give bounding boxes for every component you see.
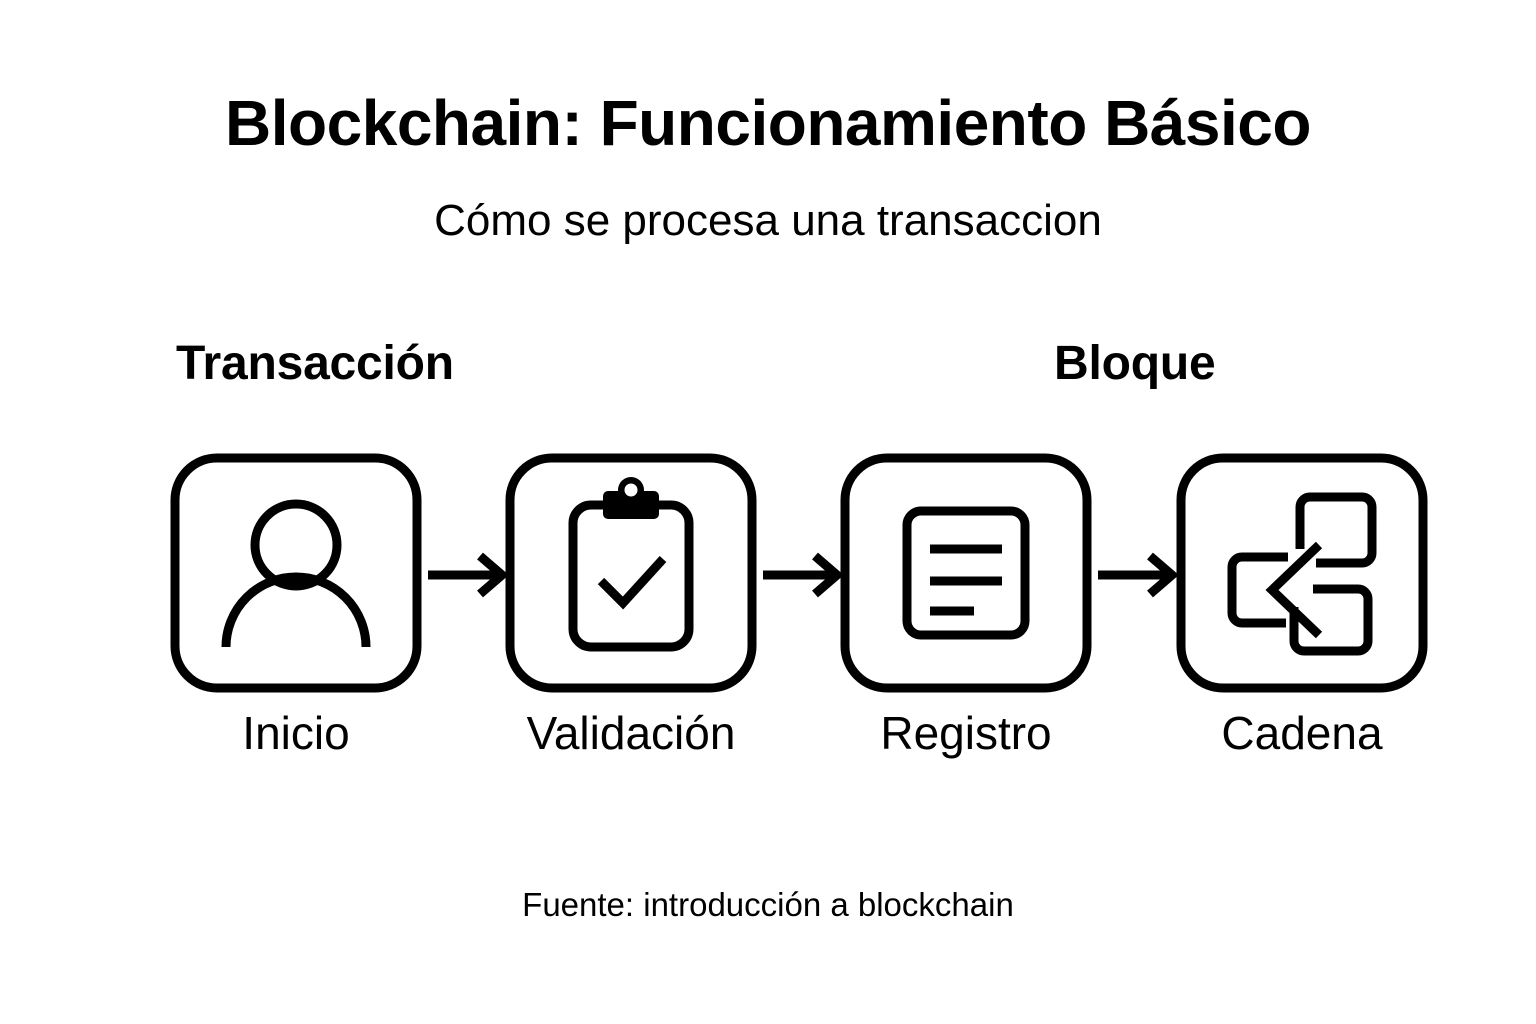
flow-connector-1 xyxy=(426,551,516,599)
flow-step-label-cadena: Cadena xyxy=(1221,707,1383,759)
source-caption: Fuente: introducción a blockchain xyxy=(522,886,1014,923)
page-subtitle: Cómo se procesa una transaccion xyxy=(434,196,1102,245)
linked-blocks-icon xyxy=(1176,453,1428,693)
document-lines-icon xyxy=(840,453,1092,693)
person-icon xyxy=(170,453,422,693)
process-flow: Inicio xyxy=(170,453,1428,758)
linked-blocks-icon-frame xyxy=(1176,453,1428,693)
flow-connector-3 xyxy=(1096,551,1186,599)
document-lines-icon-frame xyxy=(840,453,1092,693)
section-label-transaccion: Transacción xyxy=(176,337,454,390)
flow-connector-2 xyxy=(761,551,851,599)
section-label-bloque: Bloque xyxy=(1054,337,1216,390)
flow-step-validacion[interactable]: Validación xyxy=(505,453,757,758)
flow-step-inicio[interactable]: Inicio xyxy=(170,453,422,758)
clipboard-check-icon-frame xyxy=(505,453,757,693)
flow-step-cadena[interactable]: Cadena xyxy=(1176,453,1428,758)
arrow-right-icon xyxy=(1098,552,1179,598)
flow-step-label-validacion: Validación xyxy=(526,707,736,759)
flow-step-label-inicio: Inicio xyxy=(242,707,350,759)
flow-step-label-registro: Registro xyxy=(880,707,1052,759)
arrow-right-icon xyxy=(428,552,509,598)
arrow-right-icon xyxy=(763,552,844,598)
page-title: Blockchain: Funcionamiento Básico xyxy=(225,87,1311,159)
person-icon-frame xyxy=(170,453,422,693)
clipboard-check-icon xyxy=(505,453,757,693)
flow-step-registro[interactable]: Registro xyxy=(840,453,1092,758)
